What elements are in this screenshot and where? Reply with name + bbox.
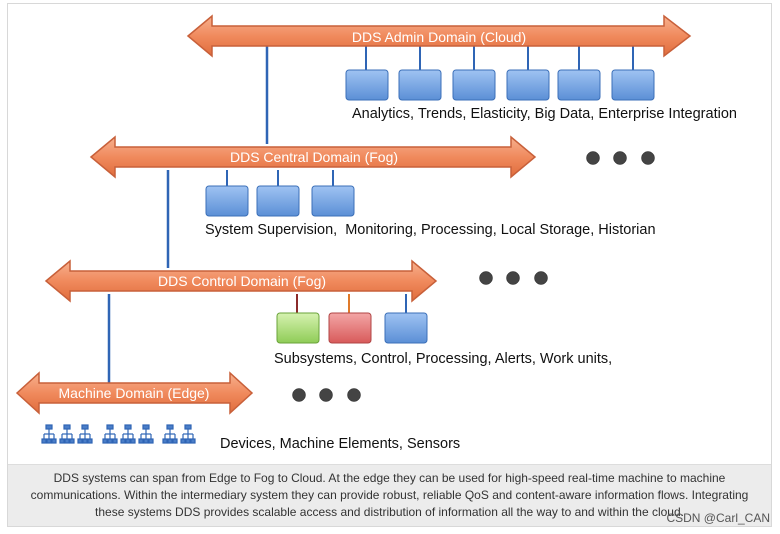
- control-domain-label: DDS Control Domain (Fog): [158, 273, 326, 289]
- device-cluster-icon: [41, 424, 57, 444]
- central-domain-label: DDS Central Domain (Fog): [230, 149, 398, 165]
- control-domain-description: Subsystems, Control, Processing, Alerts,…: [274, 351, 612, 367]
- admin-node: [452, 69, 496, 101]
- device-cluster-icon: [180, 424, 196, 444]
- dds-domains-diagram: DDS Admin Domain (Cloud) DDS Central Dom…: [15, 14, 737, 452]
- device-cluster-icon: [138, 424, 154, 444]
- central-domain-arrow: DDS Central Domain (Fog): [89, 135, 537, 179]
- ellipsis-dots-machine: [292, 388, 361, 402]
- admin-domain-description: Analytics, Trends, Elasticity, Big Data,…: [352, 106, 737, 122]
- central-nodes: [205, 185, 355, 217]
- central-domain-description: System Supervision, Monitoring, Processi…: [205, 222, 656, 238]
- admin-node: [345, 69, 389, 101]
- admin-node: [557, 69, 601, 101]
- control-node-green: [276, 312, 320, 344]
- ellipsis-dots-central: [586, 151, 655, 165]
- central-node: [205, 185, 249, 217]
- machine-domain-label: Machine Domain (Edge): [59, 385, 210, 401]
- device-cluster-icon: [162, 424, 178, 444]
- central-node: [256, 185, 300, 217]
- control-nodes: [276, 312, 428, 344]
- machine-devices: [41, 424, 196, 444]
- admin-nodes: [345, 69, 655, 101]
- device-cluster-icon: [102, 424, 118, 444]
- admin-domain-label: DDS Admin Domain (Cloud): [352, 29, 526, 45]
- ellipsis-dots-control: [479, 271, 548, 285]
- admin-node: [398, 69, 442, 101]
- admin-domain-arrow: DDS Admin Domain (Cloud): [186, 14, 692, 58]
- device-cluster-icon: [59, 424, 75, 444]
- device-cluster-icon: [77, 424, 93, 444]
- admin-node: [611, 69, 655, 101]
- control-node-red: [328, 312, 372, 344]
- machine-domain-description: Devices, Machine Elements, Sensors: [220, 436, 460, 452]
- control-domain-arrow: DDS Control Domain (Fog): [44, 259, 438, 303]
- figure-caption: DDS systems can span from Edge to Fog to…: [8, 464, 771, 526]
- admin-node: [506, 69, 550, 101]
- device-cluster-icon: [120, 424, 136, 444]
- watermark: CSDN @Carl_CAN: [666, 511, 770, 525]
- central-node: [311, 185, 355, 217]
- machine-domain-arrow: Machine Domain (Edge): [15, 371, 254, 415]
- control-node-blue: [384, 312, 428, 344]
